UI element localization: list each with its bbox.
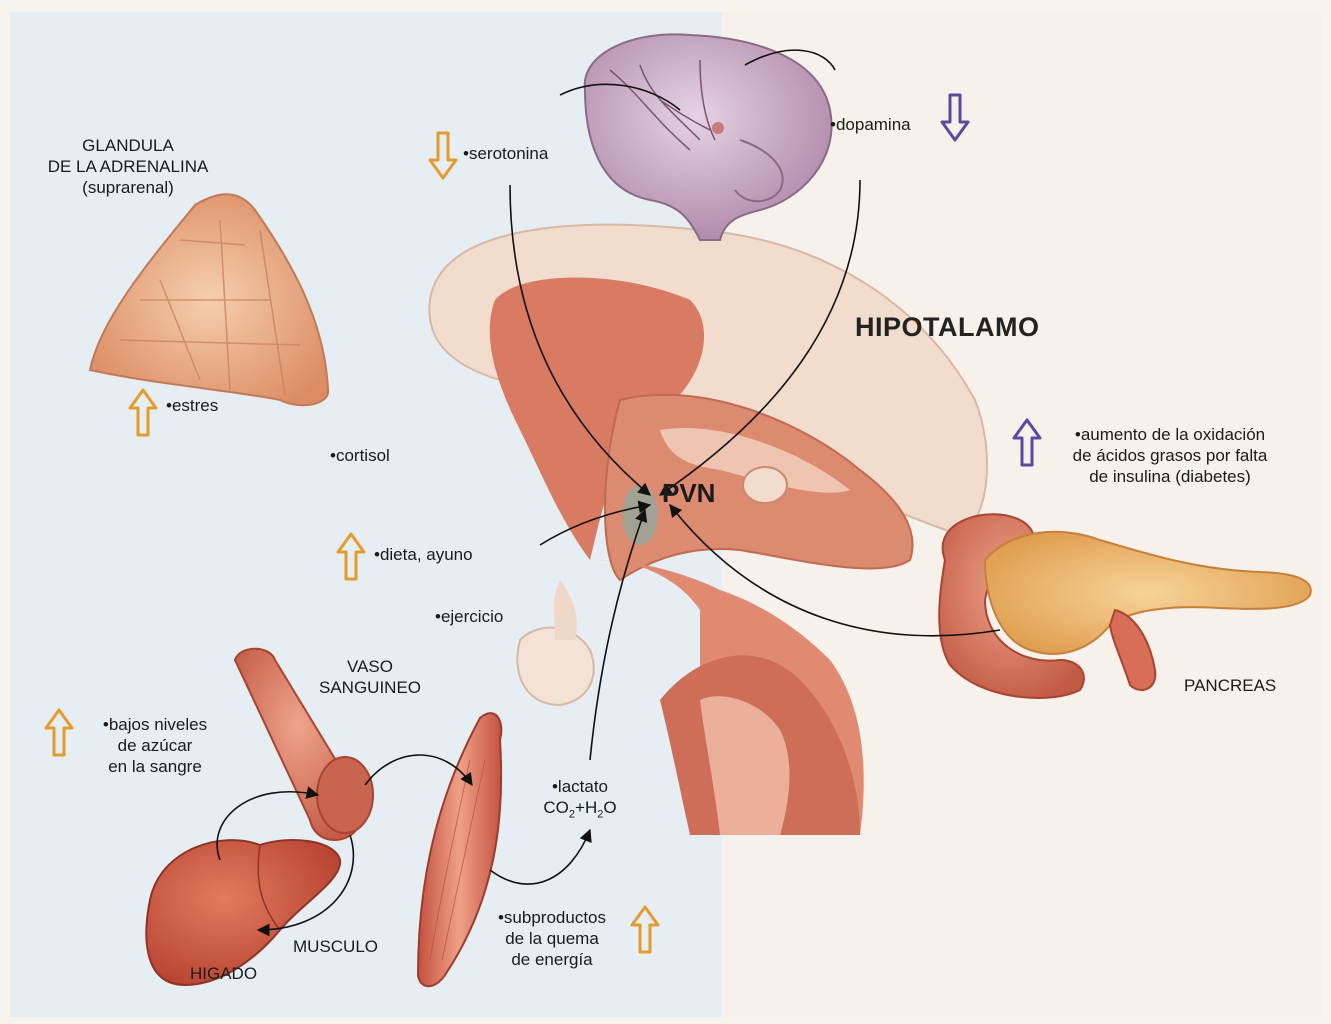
cortisol-label: •cortisol [330, 445, 390, 466]
dieta-up-arrow-icon [336, 532, 366, 582]
estres-up-arrow-icon [128, 388, 158, 438]
estres-label: •estres [166, 395, 218, 416]
vaso-sanguineo-label: VASO SANGUINEO [300, 656, 440, 698]
subproductos-label: •subproductos de la quema de energía [482, 907, 622, 970]
co2-h2o-formula: CO2+H2O [525, 797, 635, 825]
oxidacion-up-arrow-icon [1012, 418, 1042, 468]
ejercicio-label: •ejercicio [435, 606, 503, 627]
higado-label: HIGADO [190, 963, 257, 984]
dopamina-down-arrow-icon [940, 92, 970, 142]
diagram-title: HIPOTALAMO [855, 312, 1039, 343]
serotonina-label: •serotonina [463, 143, 548, 164]
subproductos-up-arrow-icon [630, 905, 660, 955]
bajos-niveles-up-arrow-icon [44, 708, 74, 758]
adrenal-gland-label: GLANDULA DE LA ADRENALINA (suprarenal) [18, 135, 238, 198]
oxidacion-label: •aumento de la oxidación de ácidos graso… [1050, 424, 1290, 487]
pancreas-label: PANCREAS [1184, 675, 1276, 696]
dopamina-label: •dopamina [830, 114, 911, 135]
dieta-ayuno-label: •dieta, ayuno [374, 544, 473, 565]
lactato-label: •lactato CO2+H2O [525, 776, 635, 825]
bajos-niveles-label: •bajos niveles de azúcar en la sangre [80, 714, 230, 777]
serotonina-down-arrow-icon [428, 130, 458, 180]
pvn-label: PVN [662, 478, 715, 509]
musculo-label: MUSCULO [293, 936, 378, 957]
